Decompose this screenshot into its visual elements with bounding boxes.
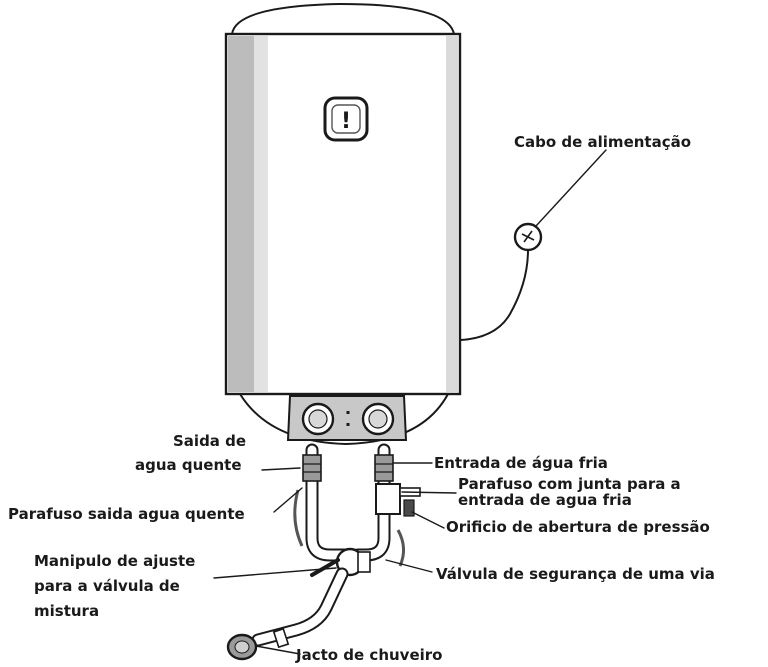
label-mix-handle-1: Manipulo de ajuste xyxy=(34,552,195,570)
label-shower-jet: Jacto de chuveiro xyxy=(295,646,442,664)
tank-shading-left-soft xyxy=(254,36,268,392)
shower-hose-inner xyxy=(253,569,347,645)
mixing-valve-handle xyxy=(310,558,340,577)
leader-power-cable xyxy=(535,149,607,227)
power-cable xyxy=(459,249,529,341)
mixing-valve-joint xyxy=(357,551,371,573)
hot-outlet-nut xyxy=(302,454,322,482)
cold-inlet-nut xyxy=(374,454,394,482)
leader-pressure-hole xyxy=(411,511,445,529)
label-power-cable: Cabo de alimentação xyxy=(514,133,691,151)
leader-mixing-handle xyxy=(213,567,337,579)
leader-hot-screw xyxy=(273,487,303,513)
control-knob-left-inner xyxy=(308,409,328,429)
label-hot-outlet-1: Saida de xyxy=(173,432,246,450)
pressure-hole-outlet xyxy=(403,499,415,517)
label-mix-handle-3: mistura xyxy=(34,602,99,620)
leader-hot-outlet xyxy=(261,467,301,471)
safety-valve-body xyxy=(375,483,401,515)
power-plug-pin-2 xyxy=(523,230,533,243)
leader-safety-valve xyxy=(385,559,433,573)
leader-cold-screw xyxy=(401,491,457,494)
label-safety-valve: Válvula de segurança de uma via xyxy=(436,565,715,583)
shower-hose-collar xyxy=(272,627,290,649)
label-cold-screw-2: entrada de agua fria xyxy=(458,491,632,509)
control-knob-right-inner xyxy=(368,409,388,429)
hot-pipe-shadow xyxy=(293,489,304,547)
label-cold-screw-1: Parafuso com junta para a xyxy=(458,475,681,493)
label-hot-screw: Parafuso saida agua quente xyxy=(8,505,245,523)
tank-top-cap xyxy=(231,3,455,35)
label-cold-inlet: Entrada de água fria xyxy=(434,454,608,472)
leader-shower-jet xyxy=(255,645,301,655)
tank-shading-right xyxy=(446,36,458,392)
tank-shading-left xyxy=(228,36,254,392)
indicator-lamp-inner xyxy=(331,104,361,134)
cold-pipe-shadow xyxy=(396,529,405,567)
indicator-lamp xyxy=(323,96,369,142)
label-mix-handle-2: para a válvula de xyxy=(34,577,180,595)
shower-head-inner xyxy=(234,640,250,654)
hot-water-pipe-inner xyxy=(307,445,351,560)
tank-bottom-cap xyxy=(239,393,449,445)
indicator-symbol: ! xyxy=(341,109,351,134)
label-pressure-hole: Orificio de abertura de pressão xyxy=(446,518,710,536)
label-hot-outlet-2: agua quente xyxy=(135,456,242,474)
